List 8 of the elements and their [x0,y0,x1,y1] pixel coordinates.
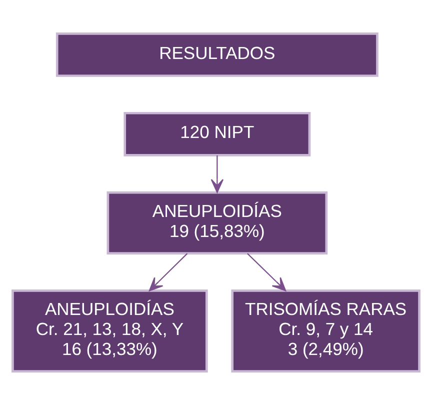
arrow [247,252,286,291]
node-box: ANEUPLOIDÍAS 19 (15,83%) [106,190,328,254]
arrow [210,154,224,192]
node-box: ANEUPLOIDÍAS Cr. 21, 13, 18, X, Y 16 (13,33%) [12,289,208,372]
node-box: 120 NIPT [124,111,311,156]
arrow [148,252,188,291]
node-box: TRISOMÍAS RARAS Cr. 9, 7 y 14 3 (2,49%) [231,289,420,372]
node-box: RESULTADOS [56,32,378,76]
